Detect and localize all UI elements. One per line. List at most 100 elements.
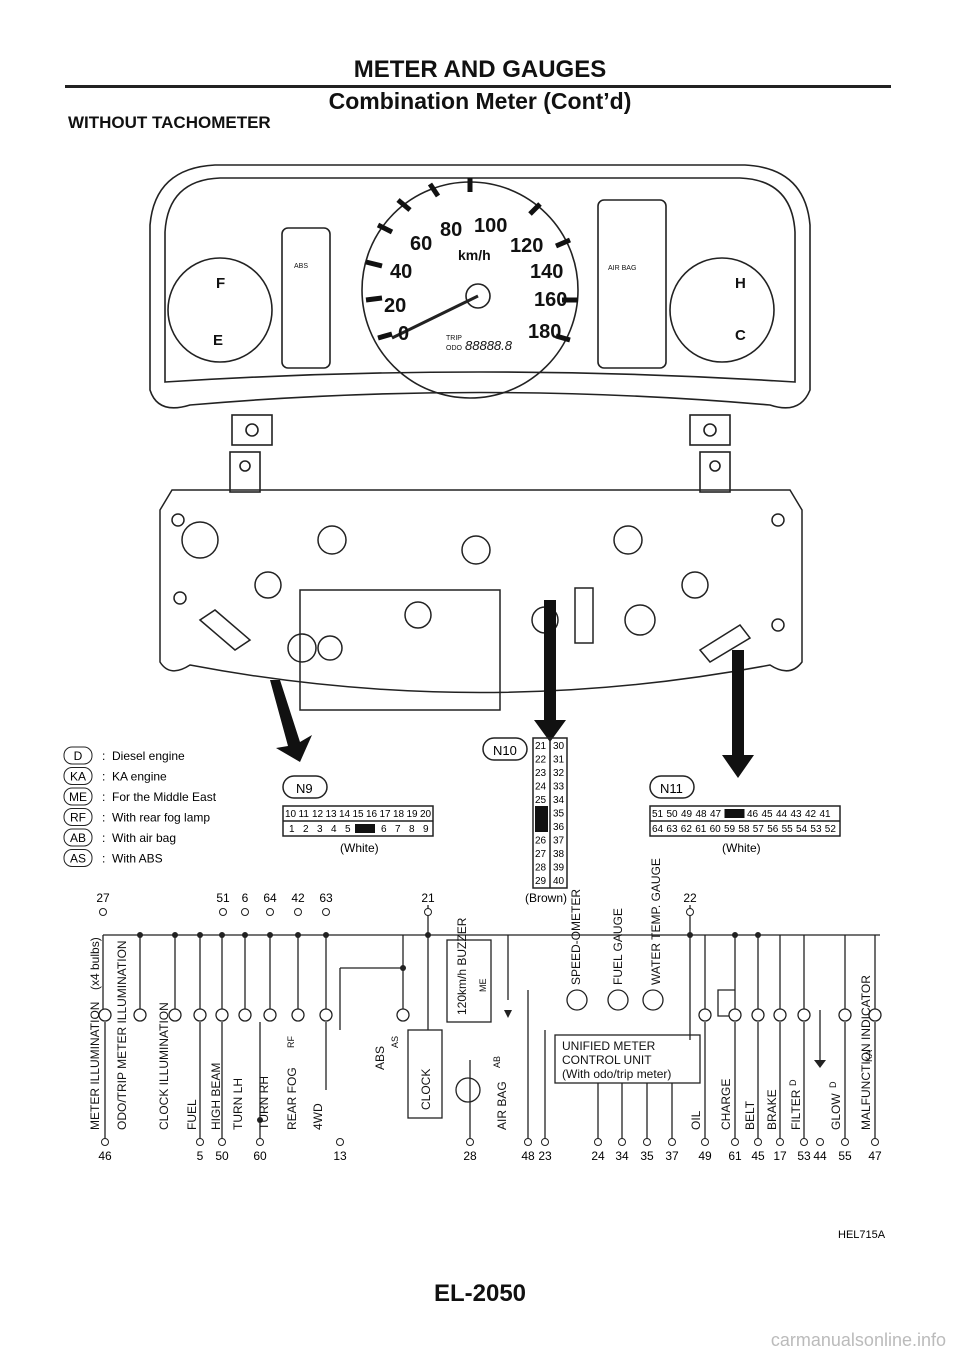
tag-me: ME bbox=[478, 979, 488, 993]
watermark: carmanualsonline.info bbox=[770, 1330, 946, 1350]
n11-pin: 49 bbox=[681, 809, 693, 820]
n10-pin: 34 bbox=[553, 795, 565, 806]
n11-pin: 64 bbox=[652, 824, 664, 835]
legend-colon: : bbox=[102, 852, 105, 866]
legend-code-box bbox=[63, 828, 93, 847]
legend-code-box bbox=[63, 849, 93, 867]
label-turn-rh: TURN RH bbox=[257, 1076, 271, 1130]
n9-pin: 1 bbox=[289, 824, 295, 835]
n9-blank-cell bbox=[355, 824, 375, 833]
bottom-pin-terminal bbox=[668, 1138, 676, 1146]
bottom-pin-number: 23 bbox=[538, 1149, 552, 1163]
section-title: WITHOUT TACHOMETER bbox=[68, 113, 271, 132]
label-control-unit-1: UNIFIED METER bbox=[562, 1039, 656, 1053]
odo-value: 88888.8 bbox=[465, 338, 513, 353]
bottom-pin-terminal bbox=[466, 1138, 474, 1146]
fuel-gauge-face bbox=[167, 257, 273, 363]
top-pin-terminal bbox=[686, 908, 694, 916]
n11-pin: 42 bbox=[805, 809, 817, 820]
n11-pin: 59 bbox=[724, 824, 736, 835]
n9-label: N9 bbox=[296, 781, 313, 796]
label-bulbs: (x4 bulbs) bbox=[88, 937, 102, 990]
n10-pin: 33 bbox=[553, 782, 565, 793]
speed-mark-140: 140 bbox=[530, 261, 563, 283]
n11-pin: 61 bbox=[695, 824, 707, 835]
top-pin-terminal bbox=[294, 908, 302, 916]
legend-code: AS bbox=[70, 852, 86, 866]
speed-mark-40: 40 bbox=[390, 261, 412, 283]
cluster-bezel bbox=[149, 164, 811, 409]
legend-text: KA engine bbox=[112, 770, 167, 784]
bottom-pin-number: 34 bbox=[615, 1149, 629, 1163]
bottom-pin-terminal bbox=[541, 1138, 549, 1146]
tag-as: AS bbox=[390, 1036, 400, 1048]
legend-code-box bbox=[63, 746, 93, 765]
tag-ab: AB bbox=[492, 1056, 502, 1068]
n11-pin: 52 bbox=[825, 824, 837, 835]
label-filter: FILTER bbox=[789, 1089, 803, 1130]
speed-mark-180: 180 bbox=[528, 321, 561, 343]
n11-pin: 41 bbox=[820, 809, 832, 820]
speed-unit: km/h bbox=[458, 247, 491, 263]
n11-pin: 56 bbox=[767, 824, 779, 835]
bottom-pin-number: 35 bbox=[640, 1149, 654, 1163]
top-pin-number: 42 bbox=[291, 891, 305, 905]
n10-pin: 30 bbox=[553, 741, 565, 752]
n11-pin: 55 bbox=[782, 824, 794, 835]
bottom-pin-terminal bbox=[841, 1138, 849, 1146]
bottom-pin-number: 53 bbox=[797, 1149, 811, 1163]
bottom-pin-number: 37 bbox=[665, 1149, 679, 1163]
top-pin-number: 64 bbox=[263, 891, 277, 905]
bottom-pin-number: 17 bbox=[773, 1149, 787, 1163]
bottom-pin-number: 47 bbox=[868, 1149, 882, 1163]
bottom-pin-number: 46 bbox=[98, 1149, 112, 1163]
label-abs: ABS bbox=[373, 1046, 387, 1070]
bottom-pin-terminal bbox=[800, 1138, 808, 1146]
n11-blank-cell bbox=[724, 809, 745, 818]
top-pin-terminal bbox=[99, 908, 107, 916]
n10-pin: 32 bbox=[553, 768, 565, 779]
n11-pin: 51 bbox=[652, 809, 664, 820]
label-fuel-gauge: FUEL GAUGE bbox=[611, 908, 625, 985]
n10-pin: 26 bbox=[535, 836, 547, 847]
bottom-pin-terminal bbox=[701, 1138, 709, 1146]
n9-pin: 19 bbox=[407, 809, 419, 820]
bottom-pin-terminal bbox=[731, 1138, 739, 1146]
n9-color: (White) bbox=[340, 841, 379, 855]
n9-pin: 5 bbox=[345, 824, 351, 835]
legend-text: With ABS bbox=[112, 852, 163, 866]
n11-pin: 53 bbox=[810, 824, 822, 835]
page-header-title: METER AND GAUGES bbox=[353, 56, 607, 83]
speed-mark-160: 160 bbox=[534, 289, 567, 311]
page-header-subtitle: Combination Meter (Cont’d) bbox=[328, 88, 632, 114]
bottom-pin-number: 24 bbox=[591, 1149, 605, 1163]
label-glow: GLOW bbox=[829, 1093, 843, 1130]
n10-pin: 36 bbox=[553, 822, 565, 833]
label-charge: CHARGE bbox=[719, 1079, 733, 1130]
n10-pin: 23 bbox=[535, 768, 547, 779]
legend-code: KA bbox=[70, 770, 86, 784]
legend-colon: : bbox=[102, 770, 105, 784]
legend-text: With air bag bbox=[112, 831, 176, 845]
bottom-pin-terminal bbox=[256, 1138, 264, 1146]
fuel-empty-label: E bbox=[213, 332, 223, 349]
n11-pin: 43 bbox=[791, 809, 803, 820]
fuel-full-label: F bbox=[216, 275, 225, 292]
speed-ticks bbox=[365, 178, 578, 343]
legend-code: RF bbox=[70, 811, 86, 825]
bottom-pin-terminal bbox=[218, 1138, 226, 1146]
speed-mark-120: 120 bbox=[510, 235, 543, 257]
n9-pin: 20 bbox=[420, 809, 432, 820]
n11-label: N11 bbox=[660, 781, 683, 796]
n11-pin: 63 bbox=[666, 824, 678, 835]
top-pin-terminal bbox=[424, 908, 432, 916]
n11-pin: 46 bbox=[747, 809, 759, 820]
legend-text: Diesel engine bbox=[112, 749, 185, 763]
top-pin-number: 6 bbox=[242, 891, 249, 905]
legend-colon: : bbox=[102, 831, 105, 845]
legend-code: ME bbox=[69, 790, 87, 804]
legend-text: With rear fog lamp bbox=[112, 811, 210, 825]
label-odo-illumination: ODO/TRIP METER ILLUMINATION bbox=[115, 940, 129, 1130]
speed-mark-60: 60 bbox=[410, 233, 432, 255]
